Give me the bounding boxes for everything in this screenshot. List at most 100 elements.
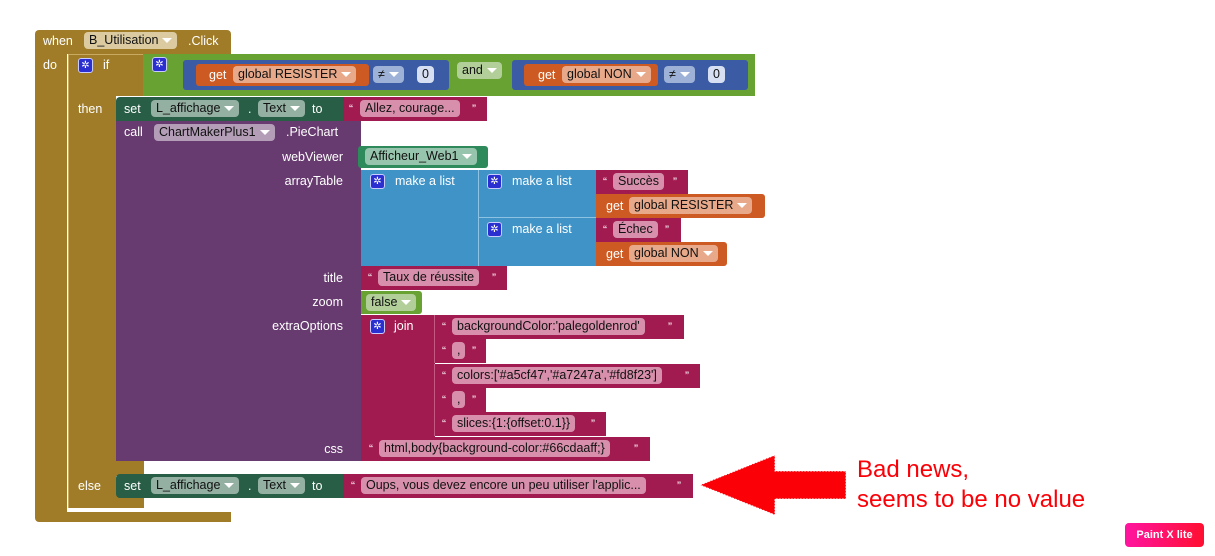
param-arraytable: arrayTable xyxy=(284,174,343,188)
close-quote: ” xyxy=(677,479,681,493)
open-quote: “ xyxy=(369,442,373,456)
set-label: set xyxy=(124,102,141,116)
annotation-line1: Bad news, xyxy=(857,456,970,483)
variable-dropdown[interactable]: global RESISTER xyxy=(233,66,357,83)
webviewer-name: Afficheur_Web1 xyxy=(370,149,459,163)
make-list-gear-icon[interactable]: ✲ xyxy=(370,174,385,189)
to-label: to xyxy=(312,479,323,493)
make-list-label: make a list xyxy=(512,174,572,188)
number-input[interactable]: 0 xyxy=(708,66,725,83)
red-arrow-icon xyxy=(698,454,847,516)
call-piechart-block[interactable] xyxy=(116,121,361,461)
close-quote: ” xyxy=(668,320,672,334)
property-name: Text xyxy=(263,478,286,492)
open-quote: “ xyxy=(603,223,607,237)
join-item-value[interactable]: backgroundColor:'palegoldenrod' xyxy=(452,318,645,335)
variable-dropdown[interactable]: global NON xyxy=(562,66,651,83)
css-value[interactable]: html,body{background-color:#66cdaaff;} xyxy=(379,440,610,457)
join-item-value[interactable]: colors:['#a5cf47','#a7247a','#fd8f23'] xyxy=(452,367,662,384)
join-item-value[interactable]: , xyxy=(452,391,466,408)
set-label: set xyxy=(124,479,141,493)
open-quote: “ xyxy=(442,369,446,383)
if-block-mid xyxy=(68,458,144,476)
open-quote: “ xyxy=(603,175,607,189)
annotation-line2: seems to be no value xyxy=(857,486,1086,513)
make-list-gear-icon[interactable]: ✲ xyxy=(487,174,502,189)
param-zoom: zoom xyxy=(312,295,343,309)
do-label: do xyxy=(43,58,57,72)
number-input[interactable]: 0 xyxy=(417,66,434,83)
join-gear-icon[interactable]: ✲ xyxy=(370,319,385,334)
and-gear-icon[interactable]: ✲ xyxy=(152,57,167,72)
else-label: else xyxy=(78,479,101,493)
get-label: get xyxy=(606,199,624,213)
component-name: L_affichage xyxy=(156,101,221,115)
join-item-value[interactable]: , xyxy=(452,342,466,359)
close-quote: ” xyxy=(472,102,476,116)
close-quote: ” xyxy=(492,271,496,285)
component-dropdown[interactable]: L_affichage xyxy=(151,477,240,494)
param-webviewer: webViewer xyxy=(282,150,343,164)
event-block-footer xyxy=(35,512,231,522)
open-quote: “ xyxy=(442,344,446,358)
variable-name: global NON xyxy=(634,246,699,260)
paint-x-lite-watermark: Paint X lite xyxy=(1125,523,1204,547)
open-quote: “ xyxy=(442,393,446,407)
get-label: get xyxy=(606,247,624,261)
dot-label: . xyxy=(248,479,252,493)
make-list-gear-icon[interactable]: ✲ xyxy=(487,222,502,237)
when-label: when xyxy=(43,34,73,48)
component-dropdown[interactable]: ChartMakerPlus1 xyxy=(154,124,275,141)
property-dropdown[interactable]: Text xyxy=(258,477,305,494)
variable-name: global RESISTER xyxy=(238,67,338,81)
text-value[interactable]: Échec xyxy=(613,221,658,238)
event-block-body xyxy=(35,54,67,514)
make-list-label: make a list xyxy=(512,222,572,236)
join-item-value[interactable]: slices:{1:{offset:0.1}} xyxy=(452,415,576,432)
open-quote: “ xyxy=(349,102,353,116)
boolean-value: false xyxy=(371,295,398,309)
operator: ≠ xyxy=(669,67,676,81)
join-block[interactable] xyxy=(361,315,435,437)
property-dropdown[interactable]: Text xyxy=(258,100,305,117)
logic-op: and xyxy=(462,63,483,77)
text-value[interactable]: Oups, vous devez encore un peu utiliser … xyxy=(361,477,646,494)
open-quote: “ xyxy=(442,417,446,431)
close-quote: ” xyxy=(472,393,476,407)
dot-label: . xyxy=(248,102,252,116)
close-quote: ” xyxy=(665,223,669,237)
component-dropdown[interactable]: B_Utilisation xyxy=(84,32,178,49)
text-value[interactable]: Succès xyxy=(613,173,664,190)
make-list-row1[interactable] xyxy=(478,170,597,218)
component-dropdown[interactable]: L_affichage xyxy=(151,100,240,117)
open-quote: “ xyxy=(368,271,372,285)
param-extraoptions: extraOptions xyxy=(272,319,343,333)
variable-dropdown[interactable]: global RESISTER xyxy=(629,197,753,214)
variable-dropdown[interactable]: global NON xyxy=(629,245,718,262)
webviewer-dropdown[interactable]: Afficheur_Web1 xyxy=(365,148,478,165)
param-title: title xyxy=(323,271,343,285)
operator-dropdown[interactable]: ≠ xyxy=(373,66,404,83)
component-name: B_Utilisation xyxy=(89,33,159,47)
join-label: join xyxy=(394,319,414,333)
title-value[interactable]: Taux de réussite xyxy=(378,269,480,286)
if-block-spine xyxy=(68,95,116,505)
component-name: ChartMakerPlus1 xyxy=(159,125,256,139)
close-quote: ” xyxy=(472,344,476,358)
open-quote: “ xyxy=(351,479,355,493)
get-label: get xyxy=(209,68,227,82)
if-label: if xyxy=(103,58,110,72)
operator-dropdown[interactable]: ≠ xyxy=(664,66,695,83)
then-label: then xyxy=(78,102,103,116)
close-quote: ” xyxy=(685,369,689,383)
logic-dropdown[interactable]: and xyxy=(457,62,502,79)
to-label: to xyxy=(312,102,323,116)
boolean-dropdown[interactable]: false xyxy=(366,294,417,311)
event-label: .Click xyxy=(188,34,219,48)
call-label: call xyxy=(124,125,143,139)
text-value[interactable]: Allez, courage... xyxy=(360,100,460,117)
mutator-gear-icon[interactable]: ✲ xyxy=(78,58,93,73)
open-quote: “ xyxy=(442,320,446,334)
make-list-label: make a list xyxy=(395,174,455,188)
get-label: get xyxy=(538,68,556,82)
